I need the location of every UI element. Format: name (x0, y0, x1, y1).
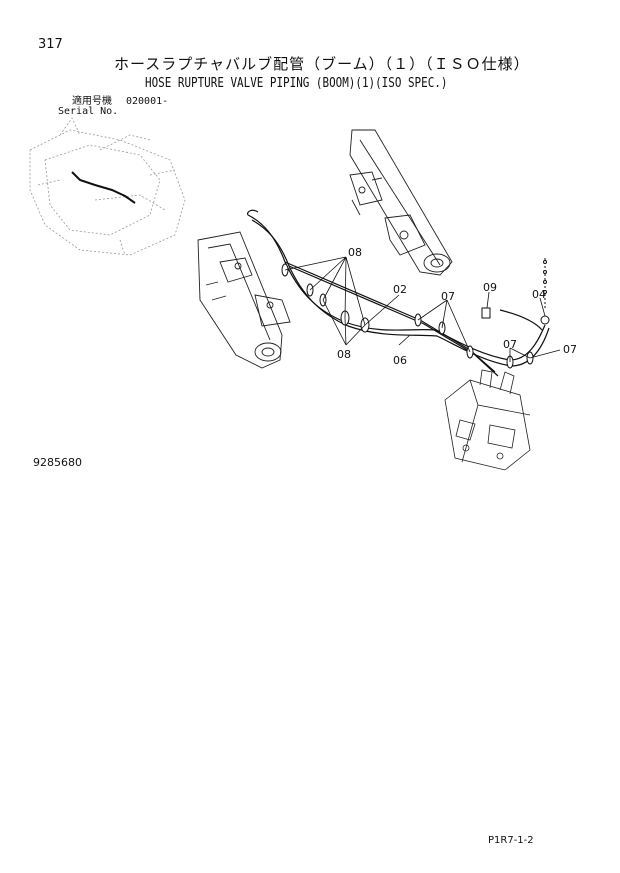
serial-label-english: Serial No. (58, 106, 119, 117)
leader-lines (284, 256, 561, 362)
callout-07-inner: 07 (503, 338, 517, 351)
page-number: 317 (38, 37, 63, 52)
locator-machine-sketch (29, 117, 186, 256)
callout-08-lower: 08 (337, 348, 351, 361)
fitting-09 (481, 307, 491, 319)
callout-07-right: 07 (563, 343, 577, 356)
serial-label-japanese: 適用号機 (72, 96, 112, 107)
callout-04: 04 (532, 288, 546, 301)
callout-06: 06 (393, 354, 407, 367)
control-valve-block (444, 369, 531, 471)
callout-09: 09 (483, 281, 497, 294)
callout-07-middle: 07 (441, 290, 455, 303)
callout-08-upper: 08 (348, 246, 362, 259)
callout-02: 02 (393, 283, 407, 296)
locator-hose-highlight (71, 171, 136, 204)
serial-number-value: 020001- (126, 96, 169, 107)
document-number: 9285680 (33, 456, 82, 469)
title-japanese: ホースラプチャバルブ配管（ブーム）（１）（ＩＳＯ仕様） (114, 55, 530, 73)
title-english: HOSE RUPTURE VALVE PIPING (BOOM)(1)(ISO … (145, 76, 448, 91)
left-boom-cylinder (197, 231, 291, 369)
footer-code: P1R7-1-2 (488, 835, 534, 846)
upper-boom-cylinder (349, 129, 453, 276)
